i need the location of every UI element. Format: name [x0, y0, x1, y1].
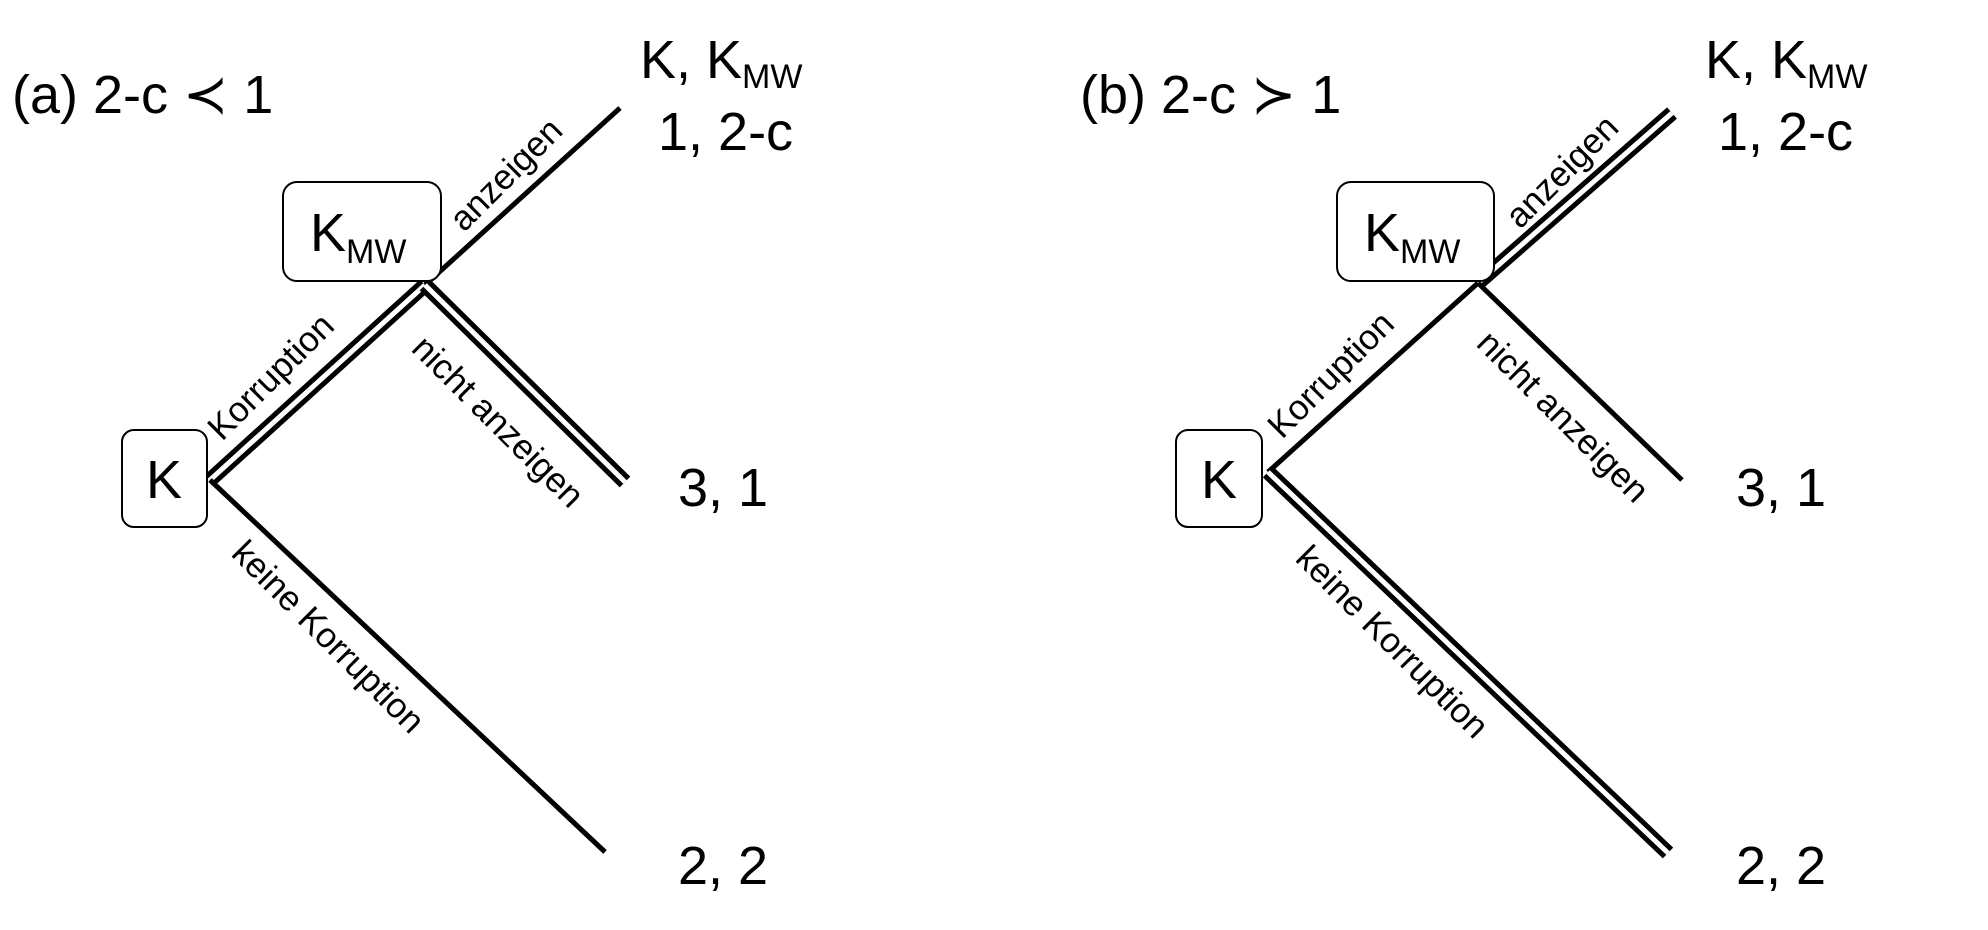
panel-title: (a) 2-c ≺ 1 — [12, 65, 273, 125]
root-node: K — [1175, 429, 1263, 528]
edge-keine-korruption — [208, 478, 607, 854]
svg-text:KMW: KMW — [310, 203, 406, 271]
payoff-header: K, KMW — [640, 30, 802, 96]
svg-text:KMW: KMW — [1364, 203, 1460, 271]
label-nicht-anzeigen: nicht anzeigen — [1469, 323, 1656, 510]
payoff-anzeigen: 1, 2-c — [658, 102, 793, 162]
edge-keine-korruption-inner — [1266, 470, 1670, 855]
payoff-nicht-anzeigen: 3, 1 — [1736, 458, 1826, 518]
edge-korruption — [1266, 281, 1480, 474]
edge-anzeigen-inner — [1476, 111, 1674, 285]
header-subscript: MW — [1807, 58, 1867, 96]
header-players: K, K — [1705, 30, 1807, 90]
root-node-label: K — [1201, 450, 1237, 510]
decision-node: KMW — [1336, 181, 1495, 282]
panel-b: (b) 2-c ≻ 1 K, KMW Korruption anzeigen n… — [1080, 30, 1867, 896]
panel-a: (a) 2-c ≺ 1 K, KMW Korruption anzeigen n… — [12, 30, 802, 896]
edge-nicht-anzeigen — [1476, 281, 1684, 482]
edge-korruption-inner — [208, 283, 427, 482]
label-keine-korruption: keine Korruption — [1288, 538, 1496, 746]
payoff-keine-korruption: 2, 2 — [678, 836, 768, 896]
payoff-keine-korruption: 2, 2 — [1736, 836, 1826, 896]
payoff-nicht-anzeigen: 3, 1 — [678, 458, 768, 518]
header-subscript: MW — [742, 58, 802, 96]
decision-node: KMW — [282, 181, 442, 282]
label-korruption: Korruption — [1260, 304, 1402, 446]
decision-node-subscript: MW — [1400, 233, 1460, 271]
svg-text:K, KMW: K, KMW — [640, 30, 802, 96]
header-players: K, K — [640, 30, 742, 90]
label-anzeigen: anzeigen — [442, 111, 570, 239]
decision-node-label: K — [310, 203, 346, 263]
payoff-anzeigen: 1, 2-c — [1718, 102, 1853, 162]
panel-title: (b) 2-c ≻ 1 — [1080, 65, 1341, 125]
svg-text:K, KMW: K, KMW — [1705, 30, 1867, 96]
decision-node-subscript: MW — [346, 233, 406, 271]
decision-node-label: K — [1364, 203, 1400, 263]
edge-anzeigen — [423, 106, 622, 287]
root-node-label: K — [146, 450, 182, 510]
edge-nicht-anzeigen-inner — [423, 283, 627, 484]
root-node: K — [121, 429, 208, 528]
payoff-header: K, KMW — [1705, 30, 1867, 96]
label-keine-korruption: keine Korruption — [224, 533, 432, 741]
